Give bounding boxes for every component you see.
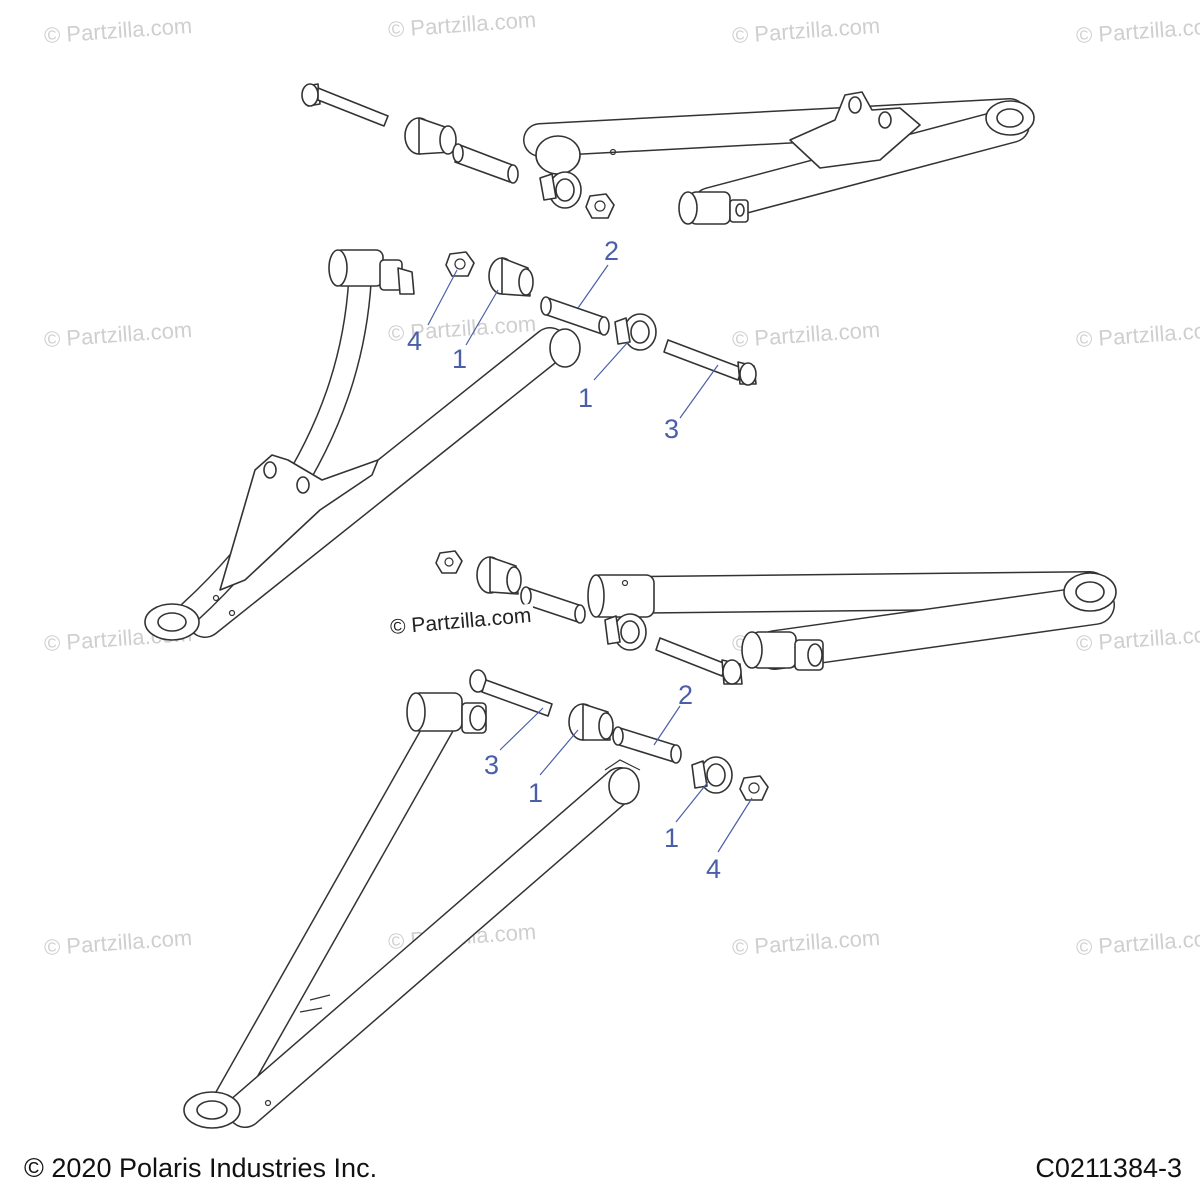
upper-control-arm-front <box>144 249 581 641</box>
callout-1-lower-right: 1 <box>664 823 680 853</box>
callout-2-upper: 2 <box>604 236 620 266</box>
callout-2-lower: 2 <box>678 680 694 710</box>
lower-control-arm-rear <box>587 571 1117 671</box>
callout-1-upper-left: 1 <box>452 344 468 374</box>
upper-front-hardware <box>445 251 757 386</box>
upper-rear-hardware <box>301 83 615 219</box>
diagram-code: C0211384-3 <box>1035 1153 1182 1183</box>
callout-leaders <box>427 264 753 853</box>
callout-1-upper-right: 1 <box>578 383 594 413</box>
callout-4-upper: 4 <box>407 326 423 356</box>
lower-control-arm-front <box>183 692 641 1129</box>
callout-3-lower: 3 <box>484 750 500 780</box>
callout-1-lower-left: 1 <box>528 778 544 808</box>
callout-3-upper: 3 <box>664 414 680 444</box>
lower-front-hardware <box>469 669 769 801</box>
upper-control-arm-rear <box>523 91 1035 225</box>
callout-4-lower: 4 <box>706 854 722 884</box>
copyright-text: © 2020 Polaris Industries Inc. <box>24 1153 378 1183</box>
